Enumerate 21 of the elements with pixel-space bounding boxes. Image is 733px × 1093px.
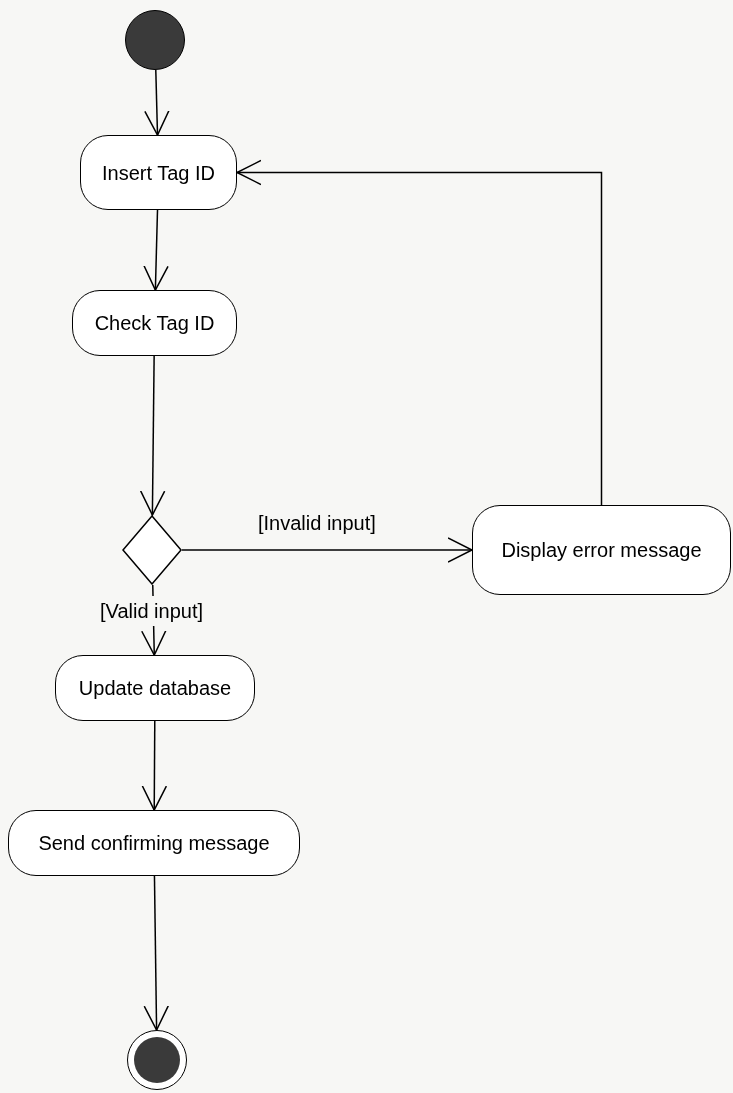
arrow [139, 355, 166, 516]
action-text: Send confirming message [38, 831, 270, 856]
action-text: Update database [78, 676, 232, 701]
arrow [143, 209, 169, 291]
action-box [8, 810, 300, 876]
action-text: Insert Tag ID [102, 160, 215, 186]
action-box [55, 655, 255, 721]
decision-diamond [122, 515, 182, 585]
edge-label: [Valid input] [100, 596, 204, 626]
arrow [143, 875, 169, 1031]
start-node [125, 10, 185, 70]
arrow [144, 69, 170, 136]
action-box [72, 290, 237, 356]
end-node [127, 1030, 187, 1090]
action-text: Check Tag ID [94, 311, 215, 336]
arrow [181, 537, 473, 563]
action-text: Display error message [501, 538, 702, 563]
action-box [472, 505, 731, 595]
arrow [141, 720, 168, 811]
arrow [236, 159, 603, 506]
action-box [80, 135, 237, 210]
